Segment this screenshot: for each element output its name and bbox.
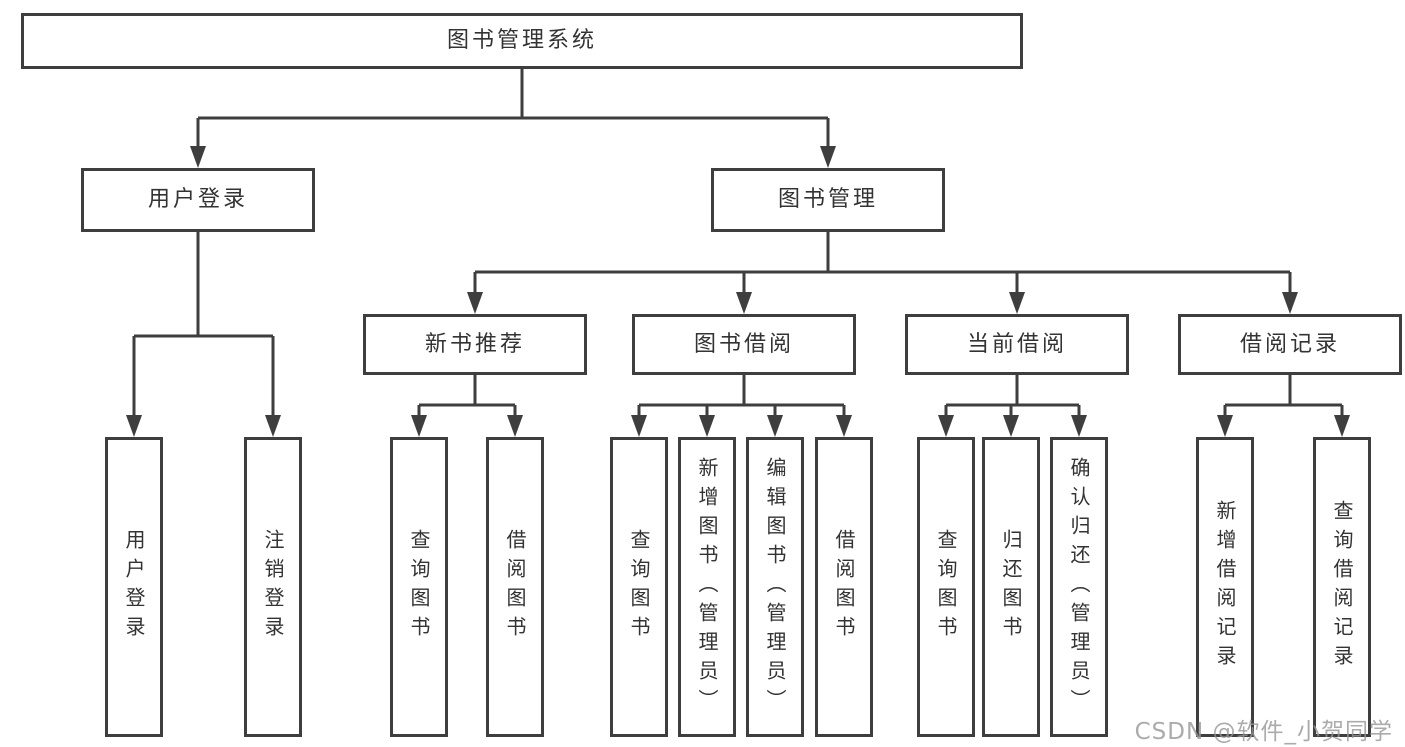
node-label: 图书管理系统: [446, 28, 597, 53]
connector-book-management-to-level3: [473, 232, 1292, 293]
node-label: 新增借阅记录: [1213, 500, 1237, 674]
connector-root-to-level2: [196, 69, 830, 147]
connector-user-login-to-leaves: [132, 232, 275, 416]
node-current-borrowing: 当前借阅: [905, 314, 1129, 375]
connector-current-borrow-to-leaves: [944, 375, 1081, 416]
node-leaf-confirm-return-admin: 确认归还（管理员）: [1050, 437, 1108, 737]
node-label: 用户登录: [122, 529, 146, 645]
node-label: 查询图书: [934, 529, 958, 645]
node-user-login: 用户登录: [81, 168, 315, 232]
node-label: 新书推荐: [424, 331, 525, 357]
node-leaf-return-books: 归还图书: [982, 437, 1040, 737]
node-leaf-query-books-3: 查询图书: [917, 437, 975, 737]
connector-borrow-records-to-leaves: [1223, 375, 1344, 416]
node-new-book-recommendation: 新书推荐: [363, 314, 587, 375]
node-label: 借阅图书: [832, 529, 856, 645]
node-book-management: 图书管理: [711, 168, 945, 232]
node-leaf-user-login: 用户登录: [105, 437, 163, 737]
node-label: 编辑图书（管理员）: [763, 456, 787, 718]
node-label: 借阅记录: [1239, 331, 1340, 357]
node-label: 查询图书: [627, 529, 651, 645]
node-label: 查询图书: [407, 529, 431, 645]
node-label: 用户登录: [147, 187, 248, 212]
node-label: 查询借阅记录: [1330, 500, 1354, 674]
node-leaf-logout: 注销登录: [244, 437, 302, 737]
node-borrowing-records: 借阅记录: [1178, 314, 1402, 375]
node-label: 图书借阅: [693, 331, 794, 357]
node-label: 当前借阅: [966, 331, 1067, 357]
node-library-management-system: 图书管理系统: [21, 13, 1023, 69]
node-label: 确认归还（管理员）: [1067, 456, 1091, 718]
connector-new-books-to-leaves: [417, 375, 517, 416]
node-book-borrowing: 图书借阅: [632, 314, 856, 375]
node-leaf-query-books-2: 查询图书: [610, 437, 668, 737]
node-label: 借阅图书: [503, 529, 527, 645]
node-leaf-borrow-books-1: 借阅图书: [486, 437, 544, 737]
node-leaf-query-borrow-record: 查询借阅记录: [1313, 437, 1371, 737]
node-label: 归还图书: [999, 529, 1023, 645]
node-leaf-borrow-books-2: 借阅图书: [815, 437, 873, 737]
node-leaf-edit-books-admin: 编辑图书（管理员）: [746, 437, 804, 737]
node-label: 图书管理: [777, 187, 878, 212]
csdn-watermark: CSDN @软件_小贺同学: [1134, 719, 1393, 745]
node-leaf-add-books-admin: 新增图书（管理员）: [678, 437, 736, 737]
node-label: 注销登录: [261, 529, 285, 645]
node-label: 新增图书（管理员）: [695, 456, 719, 718]
node-leaf-query-books-1: 查询图书: [390, 437, 448, 737]
connector-book-borrow-to-leaves: [637, 375, 846, 416]
node-leaf-add-borrow-record: 新增借阅记录: [1196, 437, 1254, 737]
